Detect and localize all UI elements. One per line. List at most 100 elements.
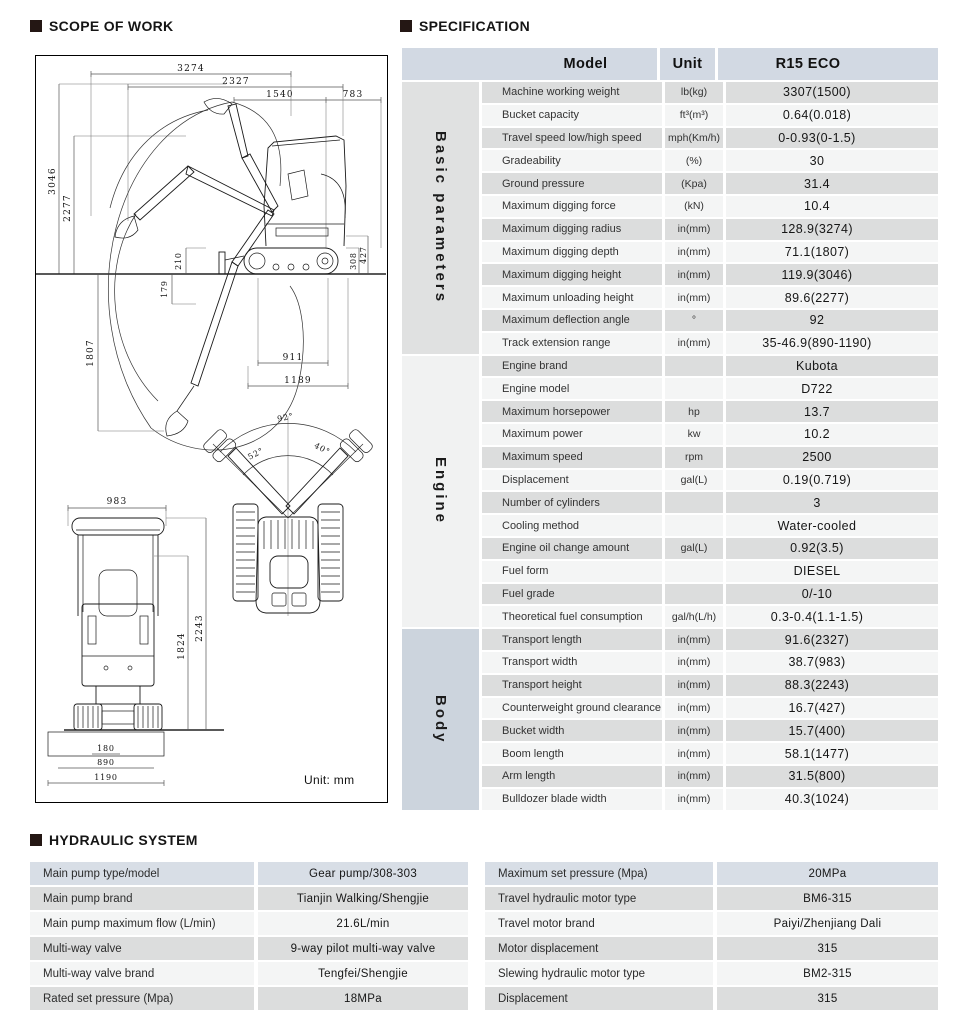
hydraulic-param-label: Travel hydraulic motor type — [485, 887, 713, 910]
spec-value: 38.7(983) — [726, 651, 938, 673]
spec-param-label: Maximum digging depth — [482, 241, 662, 263]
spec-value: Water-cooled — [726, 515, 938, 536]
spec-value: 0.19(0.719) — [726, 469, 938, 491]
spec-unit: in(mm) — [665, 287, 723, 308]
spec-unit: in(mm) — [665, 651, 723, 673]
angle-label: 92° — [276, 411, 294, 423]
spec-group-label: Basic parameters — [402, 82, 479, 354]
title-square-icon — [30, 834, 42, 846]
spec-unit: rpm — [665, 446, 723, 468]
spec-value: 0-0.93(0-1.5) — [726, 127, 938, 149]
spec-value: 91.6(2327) — [726, 629, 938, 650]
spec-unit: in(mm) — [665, 788, 723, 810]
title-square-icon — [400, 20, 412, 32]
hydraulic-value: 18MPa — [258, 987, 468, 1010]
angle-label: 40° — [313, 441, 332, 457]
spec-value: DIESEL — [726, 560, 938, 582]
spec-param-label: Bulldozer blade width — [482, 788, 662, 810]
spec-row: Ground pressure(Kpa)31.4 — [482, 173, 938, 194]
hydraulic-param-label: Main pump maximum flow (L/min) — [30, 912, 254, 935]
spec-param-label: Ground pressure — [482, 173, 662, 194]
rear-view: 983 180 890 1190 — [47, 497, 224, 786]
hydraulic-value: 20MPa — [717, 862, 938, 885]
spec-value: 0.92(3.5) — [726, 537, 938, 559]
spec-param-label: Bucket width — [482, 720, 662, 742]
spec-unit: in(mm) — [665, 765, 723, 787]
dim-label: 890 — [97, 758, 115, 767]
spec-value: 31.4 — [726, 173, 938, 194]
spec-table-header: Model Unit R15 ECO — [402, 48, 938, 80]
dim-label: 179 — [160, 280, 169, 298]
spec-row: Fuel form DIESEL — [482, 560, 938, 582]
spec-value: 92 — [726, 309, 938, 331]
dim-label: 210 — [174, 252, 183, 270]
spec-row: Maximum digging force(kN)10.4 — [482, 195, 938, 217]
spec-value: 88.3(2243) — [726, 674, 938, 696]
spec-value: 3 — [726, 492, 938, 514]
spec-value: 15.7(400) — [726, 720, 938, 742]
dim-label: 1807 — [86, 339, 96, 367]
spec-param-label: Maximum digging radius — [482, 218, 662, 240]
spec-value: 30 — [726, 150, 938, 172]
spec-param-label: Number of cylinders — [482, 492, 662, 514]
spec-value: 0.3-0.4(1.1-1.5) — [726, 606, 938, 628]
spec-value: 0/-10 — [726, 583, 938, 605]
specification-title: SPECIFICATION — [400, 18, 530, 34]
spec-unit: hp — [665, 401, 723, 422]
spec-unit — [665, 583, 723, 605]
spec-param-label: Engine brand — [482, 355, 662, 377]
spec-param-label: Fuel form — [482, 560, 662, 582]
spec-param-label: Machine working weight — [482, 82, 662, 103]
spec-unit: kw — [665, 423, 723, 445]
hydraulic-system-title: HYDRAULIC SYSTEM — [30, 832, 198, 848]
dim-label: 1540 — [266, 90, 294, 100]
spec-value: 13.7 — [726, 401, 938, 422]
angle-label: 52° — [246, 446, 265, 462]
spec-unit: in(mm) — [665, 241, 723, 263]
hydraulic-value: Paiyi/Zhenjiang Dali — [717, 912, 938, 935]
hydraulic-value: 21.6L/min — [258, 912, 468, 935]
dim-label: 2277 — [63, 194, 73, 222]
spec-value: 71.1(1807) — [726, 241, 938, 263]
hydraulic-param-label: Slewing hydraulic motor type — [485, 962, 713, 985]
hydraulic-row: Main pump maximum flow (L/min)21.6L/min — [30, 912, 468, 935]
spec-row: Maximum deflection angle°92 — [482, 309, 938, 331]
hydraulic-value: BM6-315 — [717, 887, 938, 910]
spec-group-label: Engine — [402, 355, 479, 628]
spec-row: Engine brand Kubota — [482, 355, 938, 377]
spec-param-label: Theoretical fuel consumption — [482, 606, 662, 628]
spec-param-label: Maximum speed — [482, 446, 662, 468]
spec-value: Kubota — [726, 355, 938, 377]
spec-value: 89.6(2277) — [726, 287, 938, 308]
title-square-icon — [30, 20, 42, 32]
spec-param-label: Arm length — [482, 765, 662, 787]
